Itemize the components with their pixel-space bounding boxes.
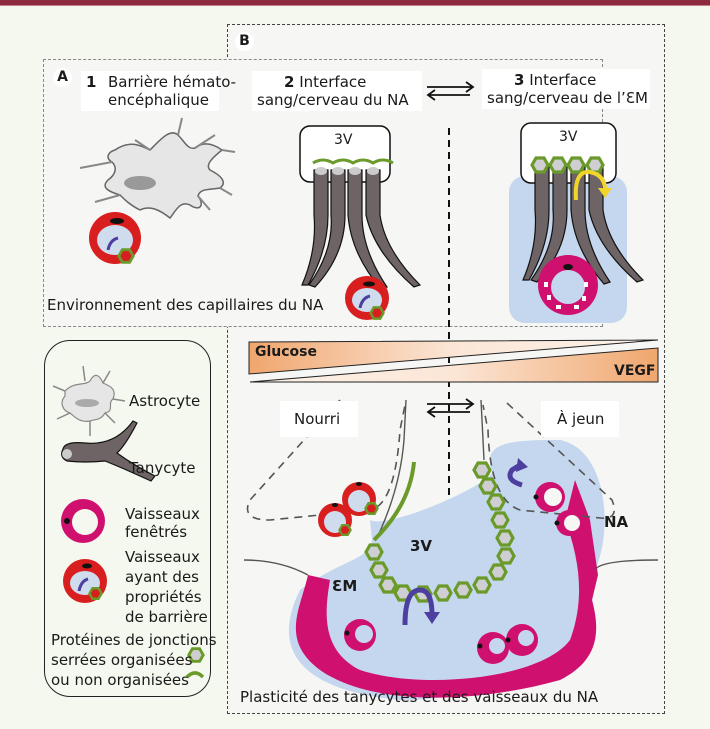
unorganized-junctions-b <box>372 461 416 542</box>
tight-junction-hexagon <box>495 529 515 547</box>
em-label-b: ƐM <box>332 577 358 595</box>
legend-fenestrated-l2: fenêtrés <box>125 523 188 541</box>
na-label-b: NA <box>604 513 629 531</box>
fenestrated-vessels-na <box>533 482 582 536</box>
col1-number: 1 <box>86 73 97 91</box>
header-bar <box>0 0 710 6</box>
tanycytes-a2 <box>301 169 422 290</box>
legend-tanycyte: Tanycyte <box>129 459 196 477</box>
legend-icons <box>52 365 205 679</box>
legend-astrocyte: Astrocyte <box>129 392 201 410</box>
barrier-vessels-na <box>318 482 379 537</box>
barrier-vessel-a1 <box>89 212 141 264</box>
exchange-arrows-a <box>426 81 475 101</box>
purple-arrow-na <box>507 462 523 488</box>
fed-box: Nourri <box>280 401 358 437</box>
exchange-arrows-b <box>426 398 475 418</box>
legend-barrier-l1: Vaisseaux <box>125 548 200 566</box>
col1-line2: encéphalique <box>108 91 210 109</box>
col2-line1: Interface <box>299 73 367 91</box>
panel-b-letter: B <box>235 32 254 51</box>
legend-barrier-l4: de barrière <box>125 608 208 626</box>
glucose-vegf-gradient <box>248 339 659 383</box>
col2-title: 2 Interface sang/cerveau du NA <box>252 71 422 111</box>
fasted-box: À jeun <box>541 401 619 437</box>
ventricle-label-a2: 3V <box>334 132 353 148</box>
legend-junctions-l2: serrées organisées <box>51 651 193 669</box>
col3-line1: Interface <box>529 71 597 89</box>
col2-number: 2 <box>284 73 295 91</box>
panel-a-footer: Environnement des capillaires du NA <box>47 296 324 314</box>
barrier-vessel-a2 <box>345 276 389 320</box>
purple-arrow-em <box>402 587 435 626</box>
tight-junction-hexagon <box>488 563 508 581</box>
legend: Astrocyte Tanycyte Vaisseaux fenêtrés Va… <box>44 340 217 697</box>
astrocyte-drawing <box>79 117 236 220</box>
tight-junction-hexagon <box>496 547 516 565</box>
col3-number: 3 <box>514 71 525 89</box>
panel-b-footer: Plasticité des tanycytes et des vaisseau… <box>240 688 599 706</box>
tight-junction-hexagon <box>364 543 384 561</box>
col1-line1: Barrière hémato- <box>108 73 237 91</box>
ventricle-label-b: 3V <box>410 537 433 555</box>
vegf-label: VEGF <box>614 363 656 379</box>
glucose-label: Glucose <box>255 344 318 360</box>
legend-junctions-l1: Protéines de jonctions <box>51 631 217 649</box>
legend-fenestrated-l1: Vaisseaux <box>125 505 200 523</box>
col2-line2: sang/cerveau du NA <box>257 91 409 109</box>
unorganized-junction-icon <box>185 671 205 679</box>
tight-junction-hexagon <box>369 561 389 579</box>
barrier-vessel-icon <box>63 559 107 603</box>
legend-barrier-l2: ayant des <box>125 568 199 586</box>
fed-label: Nourri <box>294 410 341 428</box>
tight-junction-hexagon <box>486 493 506 511</box>
legend-junctions-l3: ou non organisées <box>51 671 189 689</box>
fenestrated-vessel-icon <box>61 499 105 543</box>
tight-junction-hexagon <box>433 584 453 602</box>
tight-junction-hexagon <box>478 477 498 495</box>
legend-barrier-l3: propriétés <box>125 588 202 606</box>
fenestrated-vessels-bottom <box>344 619 538 664</box>
col1-title: 1 Barrière hémato- encéphalique <box>81 71 236 111</box>
tight-junction-hexagon <box>490 511 510 529</box>
fasted-label: À jeun <box>557 410 605 428</box>
tanycyte-icon <box>61 420 156 482</box>
astrocyte-icon <box>52 365 126 436</box>
panel-a-letter: A <box>53 68 72 87</box>
ventricle-label-a3: 3V <box>559 129 578 145</box>
tight-junction-hexagon <box>472 576 492 594</box>
yellow-arrow <box>573 169 607 201</box>
fenestrated-vessel-a3 <box>538 255 598 315</box>
tight-junction-hexagon <box>472 461 492 479</box>
tight-junction-hexagon <box>378 576 398 594</box>
col3-line2: sang/cerveau de l’ƐM <box>487 89 648 107</box>
tight-junction-hexagon <box>453 581 473 599</box>
col3-title: 3 Interface sang/cerveau de l’ƐM <box>482 69 650 109</box>
